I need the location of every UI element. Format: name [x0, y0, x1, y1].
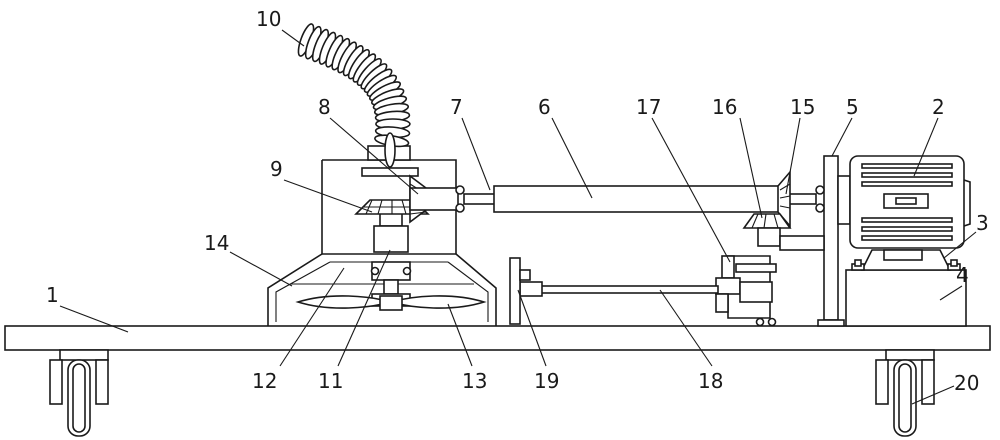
- label-3: 3: [976, 211, 989, 235]
- label-15: 15: [790, 95, 815, 119]
- label-19: 19: [534, 369, 559, 393]
- label-20: 20: [954, 371, 979, 395]
- label-5: 5: [846, 95, 859, 119]
- caster-wheel-left: [49, 349, 109, 437]
- motor-fin: [861, 172, 953, 178]
- label-6: 6: [538, 95, 551, 119]
- label-12: 12: [252, 369, 277, 393]
- push-plate: [509, 257, 531, 325]
- motor-fin: [861, 163, 953, 169]
- label-9: 9: [270, 157, 283, 181]
- hose-rib: [384, 132, 396, 168]
- label-18: 18: [698, 369, 723, 393]
- horizontal-shaft: [409, 185, 817, 213]
- bevel-gear-15: [777, 169, 791, 229]
- push-rod: [519, 281, 719, 297]
- label-4: 4: [956, 263, 969, 287]
- label-14: 14: [204, 231, 229, 255]
- flexible-hose: [297, 23, 411, 168]
- motor-mount: [851, 249, 961, 271]
- leader-lines: [59, 29, 977, 405]
- motor-stand: [845, 269, 967, 327]
- reference-labels: 1 2 3 4 5 6 7 8 9 10 11 12 13 14 15 16 1…: [46, 7, 989, 395]
- vertical-shaft: [370, 211, 412, 307]
- motor-fin: [861, 217, 953, 223]
- label-2: 2: [932, 95, 945, 119]
- label-16: 16: [712, 95, 737, 119]
- label-11: 11: [318, 369, 343, 393]
- base-plate: [4, 325, 991, 351]
- label-13: 13: [462, 369, 487, 393]
- motor-fin: [861, 235, 953, 241]
- label-10: 10: [256, 7, 281, 31]
- label-17: 17: [636, 95, 661, 119]
- caster-wheel-right: [875, 349, 935, 437]
- motor-fin: [861, 226, 953, 232]
- crank-assembly: [715, 227, 825, 327]
- label-7: 7: [450, 95, 463, 119]
- motor: [837, 155, 971, 249]
- label-8: 8: [318, 95, 331, 119]
- label-1: 1: [46, 283, 59, 307]
- motor-fin: [861, 181, 953, 187]
- fan-blade: [295, 295, 487, 311]
